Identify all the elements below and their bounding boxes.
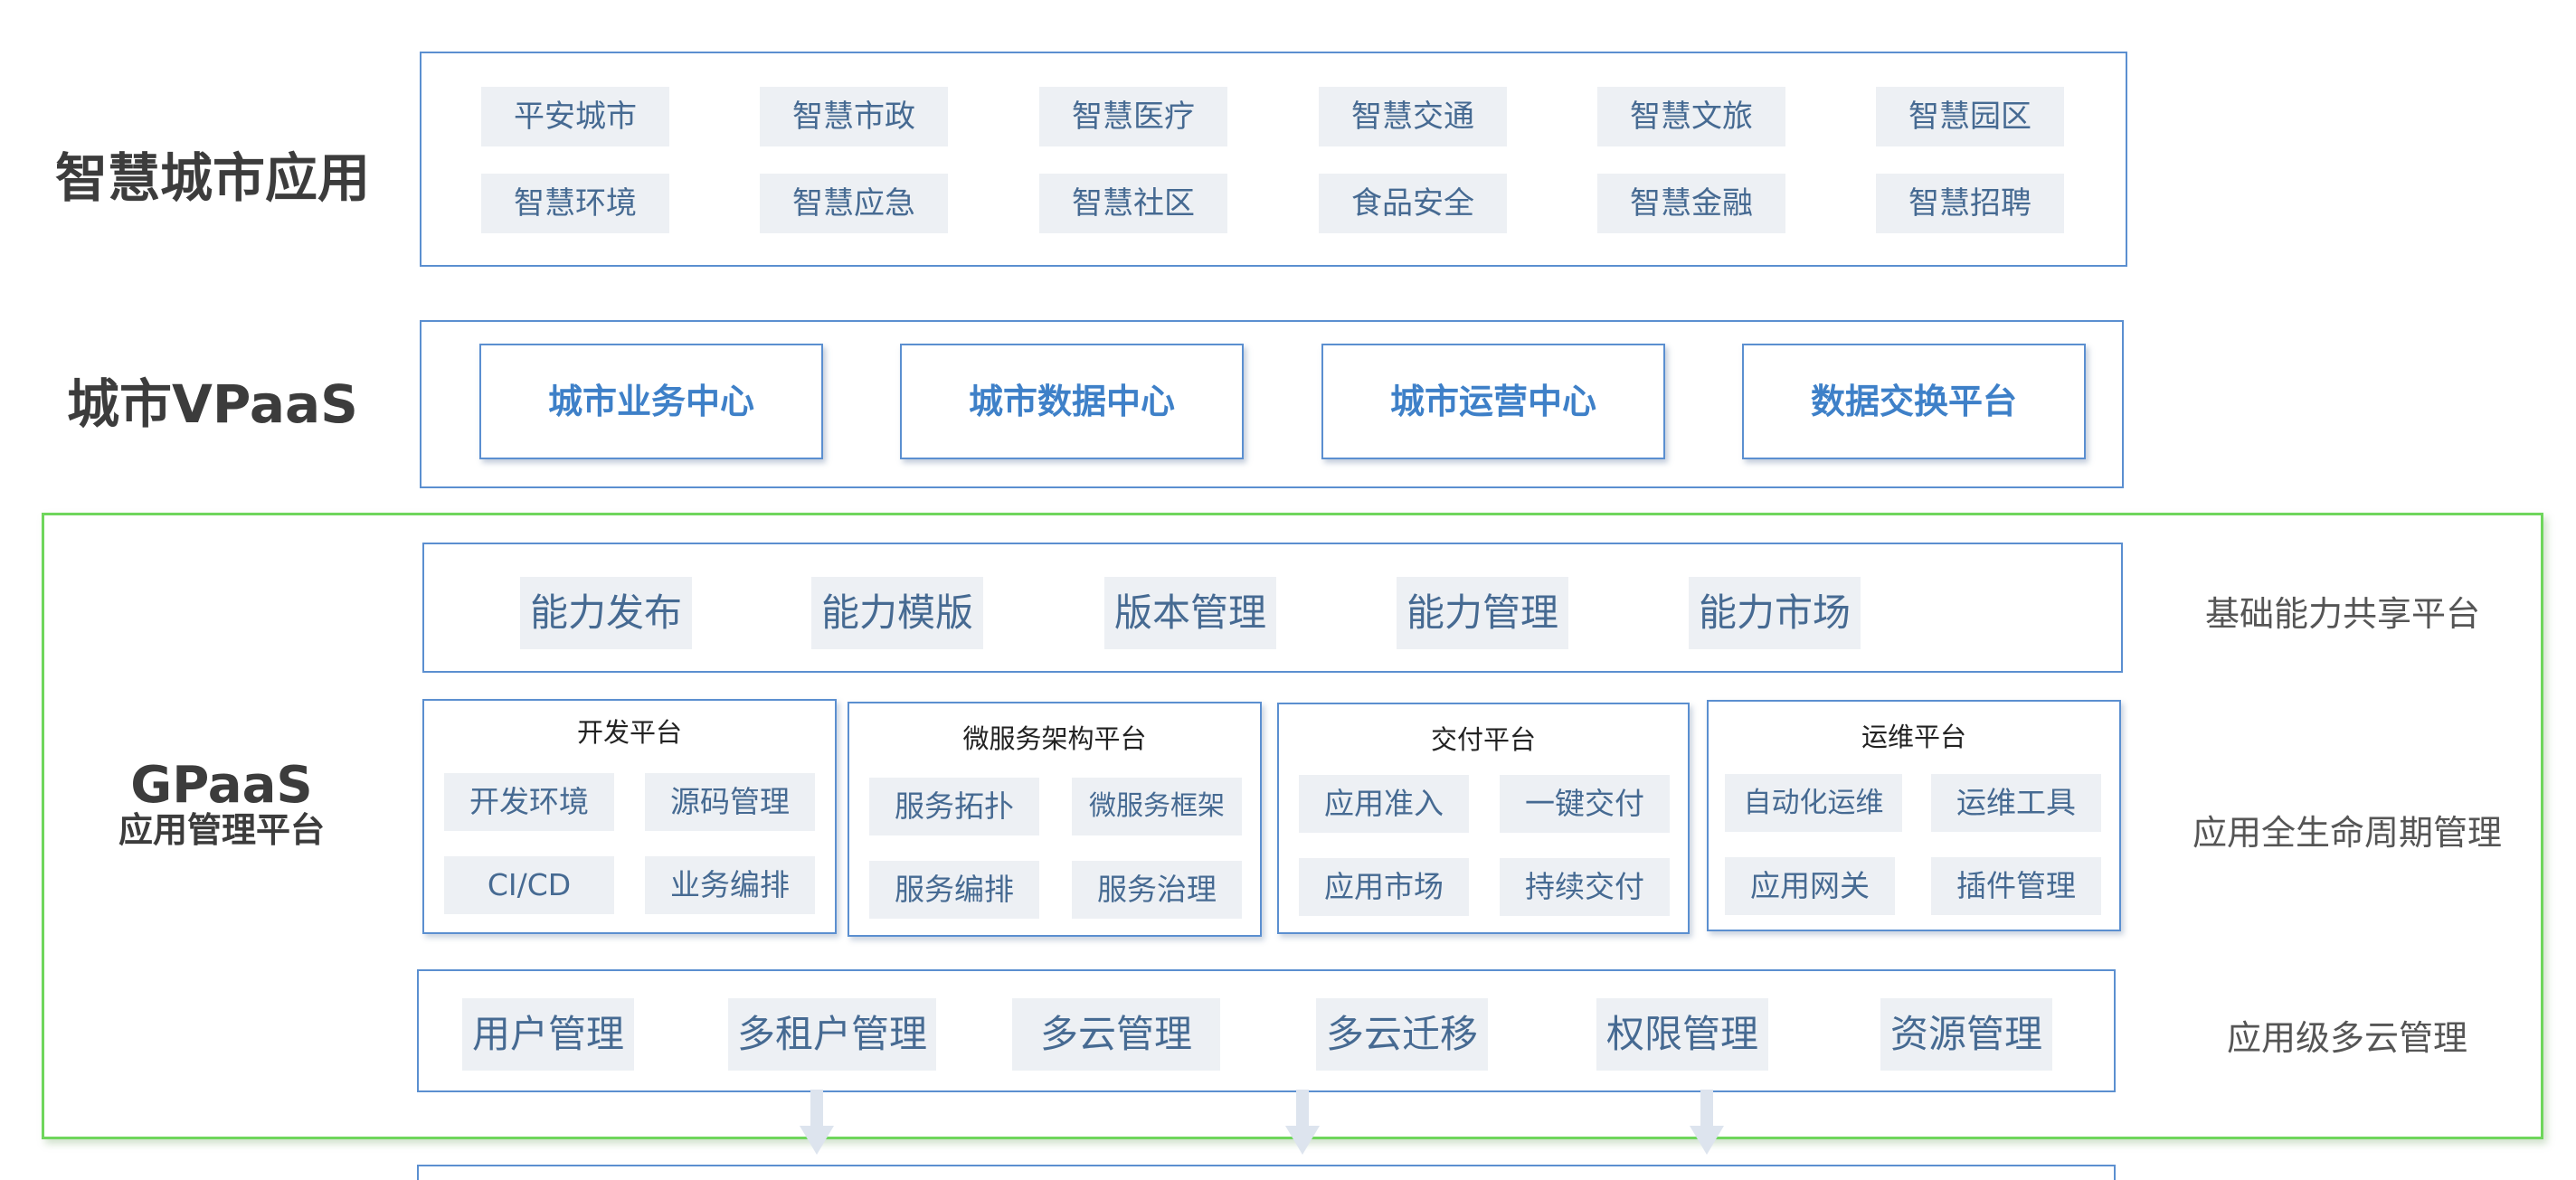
lifecycle-tag[interactable]: 业务编排 — [645, 856, 815, 914]
capability-side-label: 基础能力共享平台 — [2204, 594, 2480, 634]
gpaas-label: GPaaS — [130, 756, 313, 815]
lifecycle-tag[interactable]: 服务治理 — [1072, 861, 1242, 919]
multicloud-tag[interactable]: 多云管理 — [1012, 998, 1220, 1071]
dev-platform-title: 开发平台 — [576, 717, 682, 748]
capability-tag[interactable]: 能力管理 — [1397, 577, 1568, 649]
lifecycle-tag[interactable]: 服务拓扑 — [869, 778, 1039, 835]
vpaas-center[interactable]: 城市数据中心 — [900, 344, 1244, 459]
dev-platform-panel: 开发平台 开发环境 源码管理 CI/CD 业务编排 — [422, 699, 837, 934]
gpaas-frame — [42, 513, 2543, 1139]
lifecycle-tag[interactable]: 应用准入 — [1299, 775, 1469, 833]
delivery-platform-title: 交付平台 — [1430, 724, 1536, 755]
multicloud-tag[interactable]: 权限管理 — [1596, 998, 1768, 1071]
app-tag[interactable]: 智慧医疗 — [1039, 87, 1227, 146]
multicloud-tag[interactable]: 多租户管理 — [728, 998, 936, 1071]
lifecycle-tag[interactable]: 源码管理 — [645, 773, 815, 831]
microservice-platform-panel: 微服务架构平台 服务拓扑 微服务框架 服务编排 服务治理 — [848, 702, 1262, 937]
capability-tag[interactable]: 能力模版 — [811, 577, 983, 649]
app-tag[interactable]: 智慧环境 — [481, 174, 669, 233]
arrow-down-icon — [1690, 1090, 1724, 1155]
app-tag[interactable]: 智慧园区 — [1876, 87, 2064, 146]
lifecycle-tag[interactable]: 自动化运维 — [1725, 774, 1902, 832]
capability-panel: 能力发布 能力模版 版本管理 能力管理 能力市场 — [422, 543, 2123, 673]
apps-row-label: 智慧城市应用 — [54, 147, 370, 209]
lifecycle-side-label: 应用全生命周期管理 — [2192, 813, 2502, 853]
multicloud-tag[interactable]: 资源管理 — [1880, 998, 2052, 1071]
capability-tag[interactable]: 版本管理 — [1104, 577, 1276, 649]
multicloud-side-label: 应用级多云管理 — [2226, 1018, 2467, 1058]
app-tag[interactable]: 智慧交通 — [1319, 87, 1507, 146]
lifecycle-tag[interactable]: 持续交付 — [1500, 858, 1670, 916]
gpaas-sublabel: 应用管理平台 — [118, 810, 325, 850]
lifecycle-tag[interactable]: 微服务框架 — [1072, 778, 1242, 835]
apps-panel: 平安城市 智慧市政 智慧医疗 智慧交通 智慧文旅 智慧园区 智慧环境 智慧应急 … — [420, 52, 2127, 267]
app-tag[interactable]: 平安城市 — [481, 87, 669, 146]
capability-tag[interactable]: 能力发布 — [520, 577, 692, 649]
vpaas-panel: 城市业务中心 城市数据中心 城市运营中心 数据交换平台 — [420, 320, 2124, 488]
ops-platform-title: 运维平台 — [1861, 722, 1966, 752]
capability-tag[interactable]: 能力市场 — [1689, 577, 1861, 649]
ops-platform-panel: 运维平台 自动化运维 运维工具 应用网关 插件管理 — [1707, 700, 2121, 931]
multicloud-panel: 用户管理 多租户管理 多云管理 多云迁移 权限管理 资源管理 — [417, 969, 2116, 1092]
vpaas-center[interactable]: 数据交换平台 — [1742, 344, 2086, 459]
multicloud-tag[interactable]: 用户管理 — [462, 998, 634, 1071]
lifecycle-tag[interactable]: 应用市场 — [1299, 858, 1469, 916]
lifecycle-tag[interactable]: 开发环境 — [444, 773, 614, 831]
arrow-down-icon — [1285, 1090, 1320, 1155]
vpaas-center[interactable]: 城市运营中心 — [1321, 344, 1665, 459]
lifecycle-tag[interactable]: 运维工具 — [1931, 774, 2101, 832]
multicloud-tag[interactable]: 多云迁移 — [1316, 998, 1488, 1071]
microservice-platform-title: 微服务架构平台 — [962, 723, 1147, 754]
lifecycle-tag[interactable]: 一键交付 — [1500, 775, 1670, 833]
lifecycle-tag[interactable]: CI/CD — [444, 856, 614, 914]
bottom-panel — [417, 1165, 2116, 1180]
app-tag[interactable]: 智慧社区 — [1039, 174, 1227, 233]
vpaas-row-label: 城市VPaaS — [67, 373, 358, 435]
app-tag[interactable]: 智慧市政 — [760, 87, 948, 146]
app-tag[interactable]: 智慧招聘 — [1876, 174, 2064, 233]
arrow-down-icon — [800, 1090, 834, 1155]
vpaas-center[interactable]: 城市业务中心 — [479, 344, 823, 459]
app-tag[interactable]: 智慧金融 — [1597, 174, 1785, 233]
lifecycle-tag[interactable]: 应用网关 — [1725, 857, 1895, 915]
lifecycle-tag[interactable]: 服务编排 — [869, 861, 1039, 919]
app-tag[interactable]: 智慧文旅 — [1597, 87, 1785, 146]
delivery-platform-panel: 交付平台 应用准入 一键交付 应用市场 持续交付 — [1277, 703, 1690, 934]
app-tag[interactable]: 食品安全 — [1319, 174, 1507, 233]
app-tag[interactable]: 智慧应急 — [760, 174, 948, 233]
lifecycle-tag[interactable]: 插件管理 — [1931, 857, 2101, 915]
